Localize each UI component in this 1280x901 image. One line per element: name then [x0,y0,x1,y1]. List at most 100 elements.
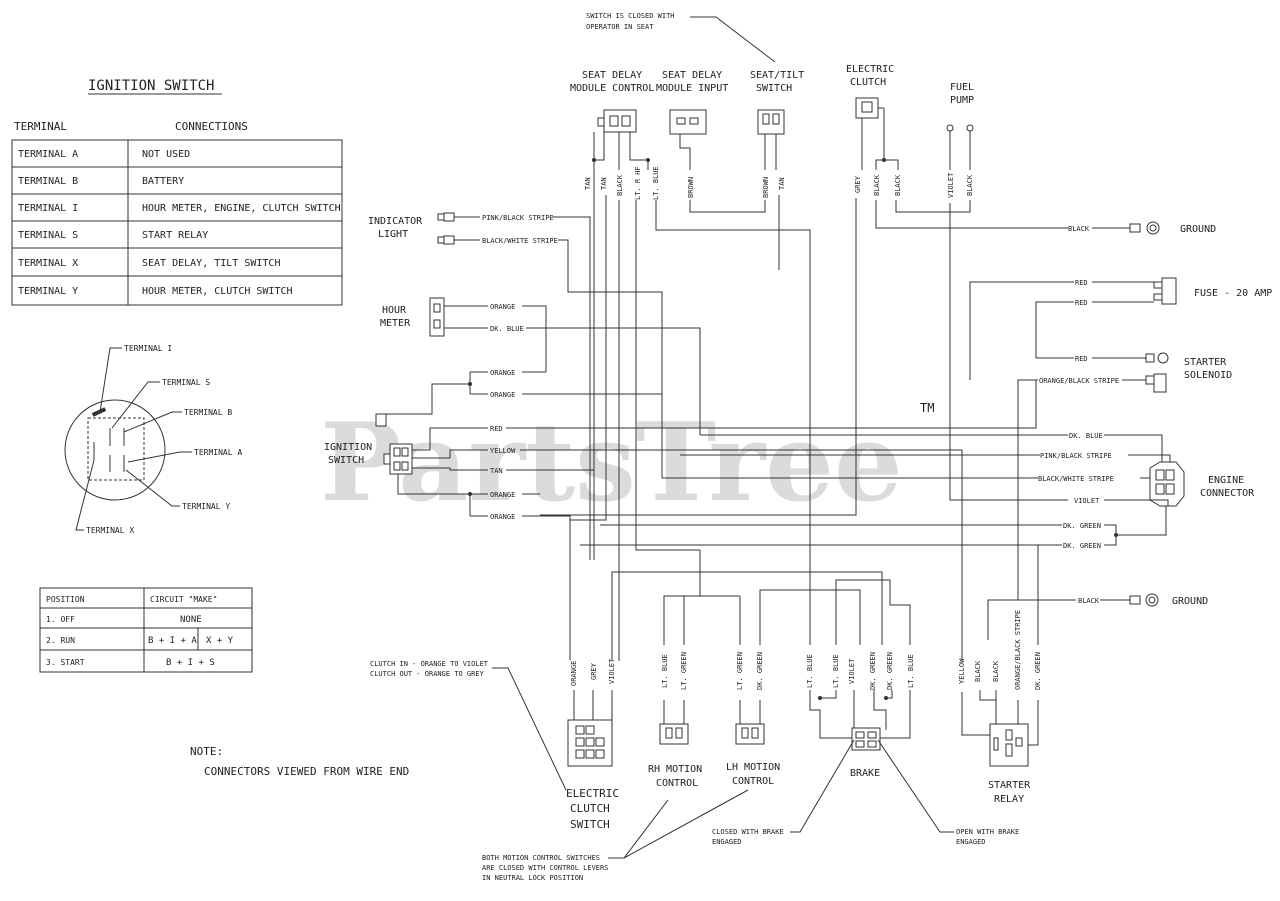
brake-connector [851,727,881,751]
ignition-switch-connector [383,443,413,475]
wire-label: LT. GREEN [680,652,688,690]
circuit-off: NONE [180,615,202,625]
wire-label: ORANGE [490,513,515,521]
starter-solenoid-label-2: SOLENOID [1184,370,1232,381]
wire-label: BLACK [894,174,902,196]
ignition-switch-face: TERMINAL I TERMINAL S TERMINAL B TERMINA… [64,344,242,535]
wire-label: VIOLET [848,658,856,684]
wire-label: YELLOW [490,447,516,455]
seat-delay-control-label-2: MODULE CONTROL [570,83,654,94]
switch-small-connector [375,413,387,427]
wire-label: BLACK [616,174,624,196]
wire-label: LT. GREEN [736,652,744,690]
wire-label: RED [1075,355,1088,363]
fuse-holder [1153,277,1177,305]
position-header: POSITION [46,595,85,604]
wire-label: BROWN [687,177,695,198]
engine-connector-label: ENGINE [1208,475,1244,486]
hour-meter-connector [429,297,445,337]
rh-motion-label-2: CONTROL [656,778,698,789]
ignition-table-title: IGNITION SWITCH [88,78,214,94]
terminal-cell: TERMINAL A [18,149,78,160]
label-terminal-x: TERMINAL X [86,526,134,535]
clutch-switch-label-3: SWITCH [570,818,610,831]
watermark: PartsTree [320,400,903,526]
indicator-light-label-2: LIGHT [378,229,408,240]
wire-label: RED [1075,299,1088,307]
seat-switch-note: SWITCH IS CLOSED WITH [586,12,675,20]
wire-label: DK. GREEN [886,652,894,690]
electric-clutch-connector [855,97,885,128]
wire-label: DK. GREEN [1063,542,1101,550]
electric-clutch-switch-connector [567,719,613,767]
hour-meter-label-2: METER [380,318,411,329]
wire-label: LT. BLUE [661,654,669,688]
wire-label: VIOLET [947,172,955,198]
wire-label: BLACK [992,660,1000,682]
wire-label: BLACK [966,174,974,196]
wire-label: PINK/BLACK STRIPE [1040,452,1112,460]
ignition-switch-label-2: SWITCH [328,455,364,466]
clutch-note-2: CLUTCH OUT - ORANGE TO GREY [370,670,485,678]
label-terminal-s: TERMINAL S [162,378,210,387]
motion-note: BOTH MOTION CONTROL SWITCHES [482,854,600,862]
wire-label: BLACK/WHITE STRIPE [482,237,558,245]
wire-label: DK. GREEN [869,652,877,690]
motion-note-3: IN NEUTRAL LOCK POSITION [482,874,583,882]
engine-connector-label-2: CONNECTOR [1200,488,1255,499]
clutch-switch-label-2: CLUTCH [570,802,610,815]
circuit-run-1: B + I + A [148,636,197,646]
seat-delay-input-connector [669,109,707,135]
col-connections: CONNECTIONS [175,120,248,133]
wire-label: DK. GREEN [1063,522,1101,530]
seat-tilt-label: SEAT/TILT [750,70,804,81]
connection-cell: SEAT DELAY, TILT SWITCH [142,258,280,269]
brake-label: BRAKE [850,768,880,779]
wire-label: RED [1075,279,1088,287]
connection-cell: BATTERY [142,176,184,187]
wire-label: VIOLET [608,658,616,684]
wire-label: ORANGE [490,369,515,377]
fuse-label: FUSE - 20 AMP [1194,288,1272,299]
wire-label: LT. BLUE [832,654,840,688]
wire-label: ORANGE [490,391,515,399]
wire-label: BLACK/WHITE STRIPE [1038,475,1114,483]
rh-motion-label: RH MOTION [648,764,702,775]
watermark-tm: TM [920,401,934,415]
label-terminal-a: TERMINAL A [194,448,242,457]
open-brake-note-2: ENGAGED [956,838,986,846]
position-run: 2. RUN [46,636,75,645]
wire-label: YELLOW [958,658,966,684]
wire-label: BROWN [762,177,770,198]
ignition-switch-label: IGNITION [324,442,372,453]
wire-label: LT. BLUE [806,654,814,688]
wire-label: LT. BLUE [907,654,915,688]
terminal-cell: TERMINAL I [18,203,78,214]
col-terminal: TERMINAL [14,120,67,133]
connection-cell: START RELAY [142,230,208,241]
fuel-pump-label: FUEL [950,82,974,93]
seat-tilt-connector [757,109,785,135]
label-terminal-y: TERMINAL Y [182,502,230,511]
open-brake-note: OPEN WITH BRAKE [956,828,1019,836]
circuit-header: CIRCUIT "MAKE" [150,595,217,604]
closed-brake-note: CLOSED WITH BRAKE [712,828,784,836]
closed-brake-note-2: ENGAGED [712,838,742,846]
wire-label: TAN [584,177,592,190]
electric-clutch-label-2: CLUTCH [850,77,886,88]
rh-motion-connector [659,723,689,745]
label-terminal-b: TERMINAL B [184,408,232,417]
wire-label: LT. R HF [634,166,642,200]
wire-label: DK. BLUE [490,325,524,333]
wire-label: DK. GREEN [1034,652,1042,690]
clutch-note: CLUTCH IN - ORANGE TO VIOLET [370,660,489,668]
wire-label: BLACK [974,660,982,682]
wire-label: LT. BLUE [652,166,660,200]
wire-label: DK. BLUE [1069,432,1103,440]
wire-label: GREY [854,175,862,193]
starter-solenoid-label: STARTER [1184,357,1227,368]
wire-label: BLACK [1078,597,1100,605]
terminal-cell: TERMINAL S [18,230,78,241]
terminal-cell: TERMINAL B [18,176,78,187]
ignition-switch-table: IGNITION SWITCH TERMINAL CONNECTIONS TER… [11,78,343,306]
